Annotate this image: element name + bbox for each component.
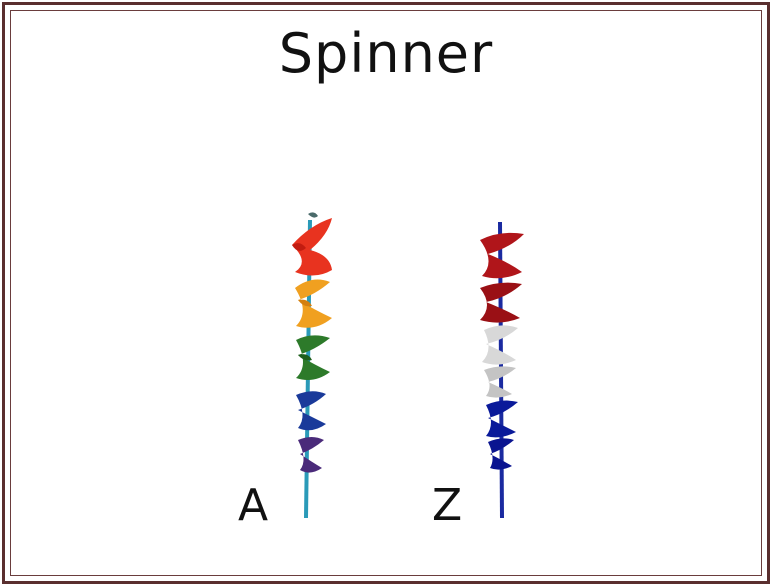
spinner-label-z: Z <box>432 480 463 531</box>
inner-border <box>10 10 762 576</box>
purple-segment <box>298 437 324 473</box>
green-segment <box>296 335 330 380</box>
white-segment <box>482 325 518 365</box>
blue-segment <box>486 400 518 438</box>
red-white-blue-spiral-spinner-icon <box>480 221 524 519</box>
orange-segment <box>295 279 332 328</box>
slide-title: Spinner <box>278 22 494 85</box>
blue-segment <box>296 391 326 431</box>
rainbow-spiral-spinner-icon <box>292 212 332 519</box>
red-segment <box>292 218 332 276</box>
spinner-label-a: A <box>238 480 269 531</box>
red-segment <box>480 232 524 279</box>
